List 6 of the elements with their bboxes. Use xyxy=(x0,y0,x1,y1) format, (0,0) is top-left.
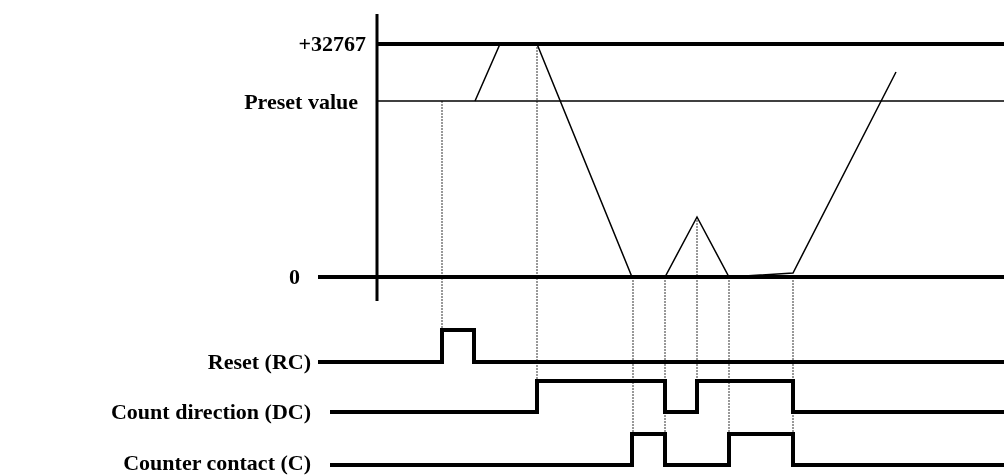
signal-label: Count direction (DC) xyxy=(110,401,311,423)
signal-label: Reset (RC) xyxy=(207,351,311,373)
signal-label: Preset value xyxy=(244,91,358,113)
signal-label: Counter contact (C) xyxy=(123,452,311,474)
signal-label: 0 xyxy=(289,266,300,288)
signal-label: +32767 xyxy=(298,33,366,55)
